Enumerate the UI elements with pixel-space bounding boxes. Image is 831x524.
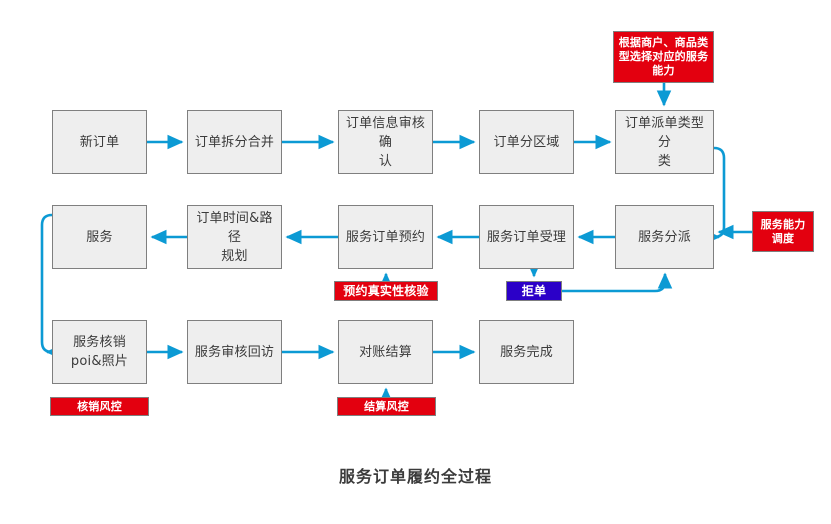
node-reconcile-settle[interactable]: 对账结算 [338, 320, 433, 384]
node-new-order[interactable]: 新订单 [52, 110, 147, 174]
connector-service-to-verify [40, 213, 62, 360]
node-service-order-booking[interactable]: 服务订单预约 [338, 205, 433, 269]
tag-merchant-product-capability[interactable]: 根据商户、商品类 型选择对应的服务 能力 [613, 31, 714, 83]
node-service-assign[interactable]: 服务分派 [615, 205, 714, 269]
node-service-complete[interactable]: 服务完成 [479, 320, 574, 384]
node-service-audit-revisit[interactable]: 服务审核回访 [187, 320, 282, 384]
node-service[interactable]: 服务 [52, 205, 147, 269]
node-service-verify-poi-photo[interactable]: 服务核销 poi&照片 [52, 320, 147, 384]
tag-service-capability-dispatch[interactable]: 服务能力 调度 [752, 211, 814, 252]
tag-verification-risk-control[interactable]: 核销风控 [50, 397, 149, 416]
node-order-dispatch-type[interactable]: 订单派单类型分 类 [615, 110, 714, 174]
node-order-info-audit[interactable]: 订单信息审核确 认 [338, 110, 433, 174]
diagram-title: 服务订单履约全过程 [338, 467, 492, 486]
node-order-split-merge[interactable]: 订单拆分合并 [187, 110, 282, 174]
connector-dispatch-type-to-service-assign [704, 146, 726, 245]
tag-booking-authenticity-check[interactable]: 预约真实性核验 [334, 281, 438, 301]
connector-reject-to-service-assign [562, 272, 673, 293]
tag-reject-order[interactable]: 拒单 [506, 281, 562, 301]
node-order-region[interactable]: 订单分区域 [479, 110, 574, 174]
tag-settlement-risk-control[interactable]: 结算风控 [337, 397, 436, 416]
node-service-order-accept[interactable]: 服务订单受理 [479, 205, 574, 269]
node-order-time-route-plan[interactable]: 订单时间&路径 规划 [187, 205, 282, 269]
